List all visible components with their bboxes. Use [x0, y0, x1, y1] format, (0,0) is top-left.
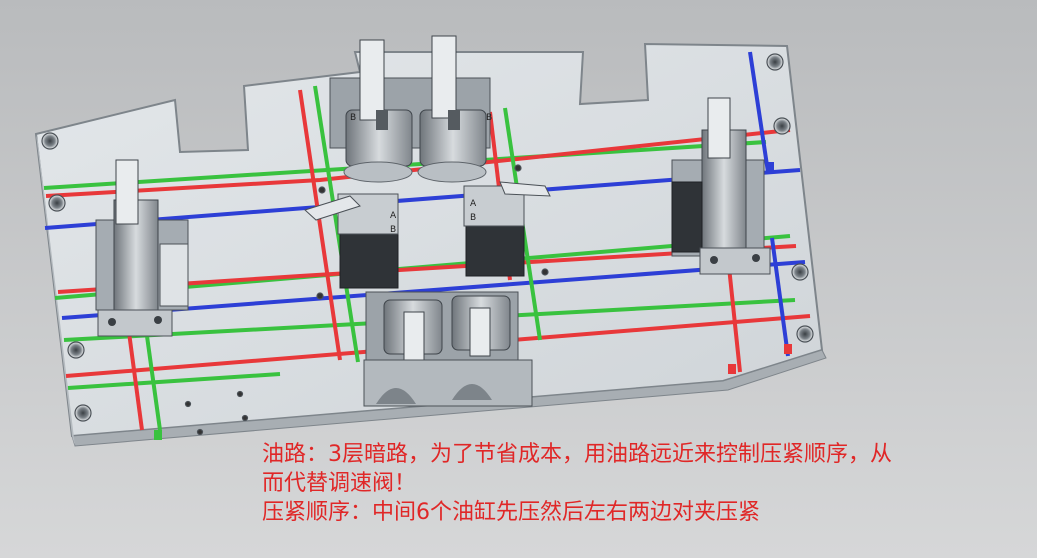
clamp-cylinder-icon — [363, 291, 533, 407]
clamp-cylinder-icon — [671, 97, 771, 275]
bolt-hole-icon — [41, 53, 814, 436]
clamp-cylinder-icon — [304, 181, 551, 289]
annotation-text: 油路：3层暗路，为了节省成本，用油路远近来控制压紧顺序，从 而代替调速阀！ 压紧… — [262, 440, 892, 527]
caption-line-3: 压紧顺序：中间6个油缸先压然后左右两边对夹压紧 — [262, 500, 760, 525]
port-label-b: B — [486, 113, 492, 123]
port-label-a: A — [390, 211, 397, 221]
clamp-cylinder-icon — [95, 159, 189, 337]
port-label-b: B — [390, 225, 396, 235]
clamp-cylinder-icon — [329, 35, 491, 183]
base-plate — [34, 42, 827, 447]
port-label-a: A — [470, 199, 477, 209]
port-label-b: B — [350, 113, 356, 123]
caption-line-1: 油路：3层暗路，为了节省成本，用油路远近来控制压紧顺序，从 — [262, 442, 892, 467]
oil-fitting-icon — [154, 162, 792, 440]
caption-line-2: 而代替调速阀！ — [262, 471, 417, 496]
port-label-b: B — [470, 213, 476, 223]
